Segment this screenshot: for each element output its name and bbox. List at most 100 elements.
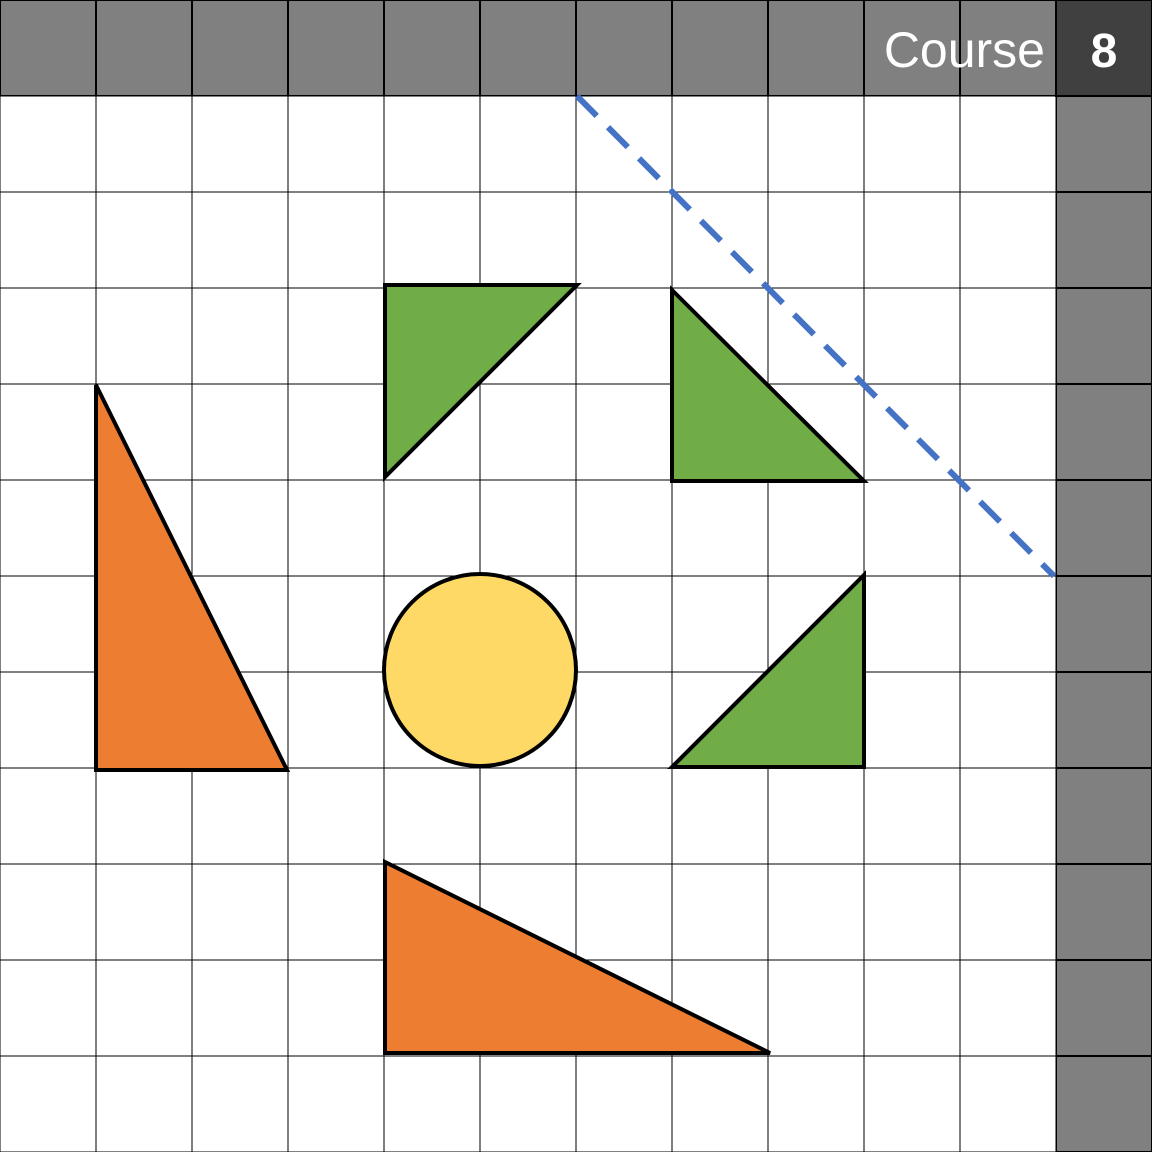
grid-cell[interactable] — [575, 671, 673, 769]
grid-cell[interactable] — [95, 95, 193, 193]
grid-cell[interactable] — [287, 959, 385, 1057]
grid-cell[interactable] — [863, 1055, 961, 1152]
grid-cell[interactable] — [575, 191, 673, 289]
grid-cell[interactable] — [575, 767, 673, 865]
grid-cell[interactable] — [0, 383, 97, 481]
grid-cell[interactable] — [383, 767, 481, 865]
grid-cell[interactable] — [863, 575, 961, 673]
grid-cell[interactable] — [287, 575, 385, 673]
grid-cell[interactable] — [863, 863, 961, 961]
grid-cell[interactable] — [575, 863, 673, 961]
grid-cell[interactable] — [959, 863, 1057, 961]
grid-cell[interactable] — [479, 1055, 577, 1152]
grid-cell[interactable] — [575, 575, 673, 673]
grid-cell[interactable] — [0, 479, 97, 577]
orange-triangle-tall[interactable] — [94, 384, 291, 772]
grid-cell[interactable] — [959, 479, 1057, 577]
grid-cell[interactable] — [0, 287, 97, 385]
grid-cell[interactable] — [287, 767, 385, 865]
green-triangle-top-left[interactable] — [383, 283, 582, 482]
grid-cell[interactable] — [287, 479, 385, 577]
grid-cell[interactable] — [479, 767, 577, 865]
grid-cell[interactable] — [383, 95, 481, 193]
grid-cell[interactable] — [671, 1055, 769, 1152]
grid-cell[interactable] — [959, 191, 1057, 289]
grid-cell[interactable] — [191, 383, 289, 481]
grid-cell[interactable] — [191, 95, 289, 193]
grid-cell[interactable] — [287, 383, 385, 481]
grid-cell[interactable] — [767, 767, 865, 865]
grid-cell[interactable] — [863, 95, 961, 193]
grid-cell[interactable] — [0, 191, 97, 289]
grid-cell[interactable] — [959, 959, 1057, 1057]
grid-cell[interactable] — [191, 191, 289, 289]
grid-cell[interactable] — [479, 95, 577, 193]
grid-cell[interactable] — [287, 671, 385, 769]
grid-cell[interactable] — [671, 863, 769, 961]
grid-cell[interactable] — [863, 767, 961, 865]
grid-cell[interactable] — [191, 767, 289, 865]
grid-cell[interactable] — [95, 959, 193, 1057]
grid-cell[interactable] — [959, 383, 1057, 481]
grid-cell[interactable] — [479, 479, 577, 577]
grid-cell[interactable] — [287, 863, 385, 961]
grid-cell[interactable] — [959, 671, 1057, 769]
grid-cell[interactable] — [95, 1055, 193, 1152]
grid-cell[interactable] — [575, 479, 673, 577]
grid-cell[interactable] — [191, 287, 289, 385]
grid-cell[interactable] — [863, 959, 961, 1057]
green-triangle-bottom-right[interactable] — [667, 570, 866, 769]
grid-cell[interactable] — [863, 479, 961, 577]
grid-cell[interactable] — [287, 287, 385, 385]
grid-cell[interactable] — [191, 479, 289, 577]
grid-cell[interactable] — [671, 575, 769, 673]
grid-cell[interactable] — [191, 863, 289, 961]
orange-triangle-wide[interactable] — [383, 858, 771, 1055]
grid-cell[interactable] — [95, 767, 193, 865]
grid-cell[interactable] — [767, 191, 865, 289]
grid-cell[interactable] — [0, 671, 97, 769]
yellow-circle[interactable] — [382, 572, 578, 768]
grid-cell[interactable] — [959, 575, 1057, 673]
grid-cell[interactable] — [287, 191, 385, 289]
grid-cell[interactable] — [863, 671, 961, 769]
grid-cell[interactable] — [0, 95, 97, 193]
grid-cell[interactable] — [863, 191, 961, 289]
grid-cell[interactable] — [0, 575, 97, 673]
grid-cell[interactable] — [0, 863, 97, 961]
grid-cell[interactable] — [575, 1055, 673, 1152]
grid-cell[interactable] — [383, 479, 481, 577]
grid-cell[interactable] — [767, 479, 865, 577]
grid-cell[interactable] — [287, 95, 385, 193]
grid-cell[interactable] — [95, 863, 193, 961]
grid-cell[interactable] — [767, 863, 865, 961]
grid-cell[interactable] — [479, 383, 577, 481]
grid-cell[interactable] — [95, 191, 193, 289]
grid-cell[interactable] — [191, 959, 289, 1057]
grid-cell[interactable] — [959, 287, 1057, 385]
grid-cell[interactable] — [959, 767, 1057, 865]
grid-cell[interactable] — [383, 191, 481, 289]
grid-cell[interactable] — [767, 95, 865, 193]
grid-cell[interactable] — [287, 1055, 385, 1152]
grid-cell[interactable] — [767, 1055, 865, 1152]
grid-cell[interactable] — [0, 1055, 97, 1152]
grid-cell[interactable] — [575, 287, 673, 385]
grid-cell[interactable] — [0, 767, 97, 865]
grid-cell[interactable] — [671, 479, 769, 577]
grid-cell[interactable] — [671, 95, 769, 193]
grid-cell[interactable] — [95, 287, 193, 385]
grid-cell[interactable] — [863, 383, 961, 481]
grid-cell[interactable] — [191, 1055, 289, 1152]
grid-cell[interactable] — [0, 959, 97, 1057]
grid-cell[interactable] — [575, 383, 673, 481]
grid-cell[interactable] — [863, 287, 961, 385]
grid-cell[interactable] — [479, 191, 577, 289]
grid-cell[interactable] — [959, 95, 1057, 193]
grid-cell[interactable] — [383, 1055, 481, 1152]
green-triangle-top-right[interactable] — [670, 285, 869, 483]
grid-cell[interactable] — [767, 959, 865, 1057]
grid-cell[interactable] — [671, 767, 769, 865]
grid-cell[interactable] — [767, 287, 865, 385]
grid-cell[interactable] — [959, 1055, 1057, 1152]
